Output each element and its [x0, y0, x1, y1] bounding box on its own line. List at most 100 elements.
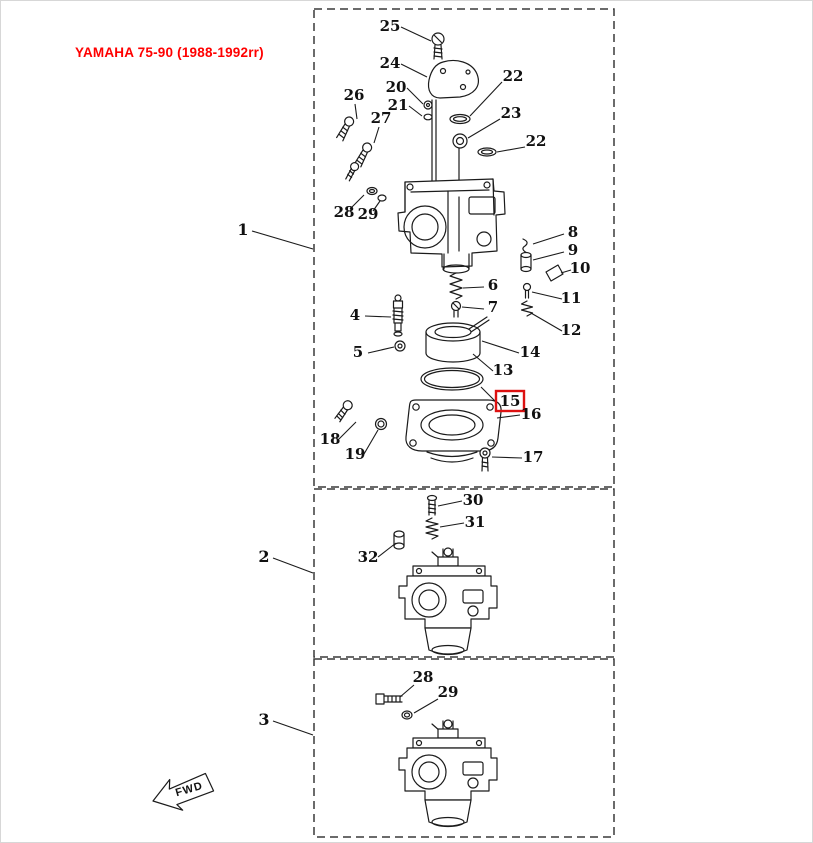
- part-label-28: 28: [399, 668, 433, 698]
- section-label-3: 3: [258, 710, 314, 736]
- part-label-27: 27: [371, 109, 392, 144]
- part-number: 15: [500, 392, 521, 410]
- part-leader-line: [532, 233, 565, 245]
- part-leader-line: [367, 346, 395, 354]
- part-leader-line: [439, 522, 465, 528]
- part-leader-line: [532, 251, 565, 261]
- part-leader-line: [560, 269, 572, 274]
- screw-25-drawing: [431, 32, 445, 60]
- screw-27-drawing: [354, 142, 373, 168]
- part-number: 25: [380, 17, 401, 35]
- part-leader-line: [364, 315, 392, 318]
- section-label-1: 1: [237, 220, 314, 250]
- orings-22-23-drawing: [449, 113, 497, 157]
- part-leader-line: [467, 118, 501, 139]
- section-2-box: [313, 488, 615, 658]
- section-leader-line: [251, 230, 314, 250]
- part-leader-line: [462, 286, 485, 289]
- part-label-22: 22: [469, 67, 523, 117]
- part-leader-line: [472, 353, 494, 372]
- part-leader-line: [530, 312, 563, 332]
- part-number: 7: [488, 298, 498, 316]
- plug-32-drawing: [393, 530, 405, 550]
- part-leader-line: [437, 500, 463, 507]
- part-leader-line: [496, 146, 526, 153]
- part-leader-line: [491, 456, 523, 459]
- part-number: 4: [350, 306, 360, 324]
- part-leader-line: [372, 200, 381, 212]
- part-number: 23: [501, 104, 522, 122]
- part-label-13: 13: [472, 353, 514, 379]
- part-label-10: 10: [560, 259, 591, 277]
- part-leader-line: [400, 63, 428, 78]
- part-label-19: 19: [345, 429, 379, 463]
- carburetor-assembly-3: [375, 693, 498, 828]
- part-number: 27: [371, 109, 392, 127]
- part-label-29: 29: [358, 200, 381, 223]
- part-number: 9: [568, 241, 578, 259]
- part-leader-line: [363, 429, 379, 455]
- part-label-26: 26: [344, 86, 365, 120]
- section-label-2: 2: [258, 547, 314, 574]
- highlighted-part-box[interactable]: [494, 389, 526, 413]
- part-leader-line: [354, 103, 358, 120]
- float-ring-14-drawing: [425, 322, 481, 363]
- part-label-15[interactable]: 15: [480, 386, 526, 413]
- part-number: 31: [465, 513, 486, 531]
- part-label-29: 29: [413, 683, 459, 714]
- part-label-22: 22: [496, 132, 547, 153]
- bolt-28-drawing: [375, 693, 403, 705]
- part-label-23: 23: [467, 104, 522, 139]
- part-leader-line: [531, 291, 563, 300]
- carburetor-assembly-2: [393, 494, 498, 656]
- part-label-8: 8: [532, 223, 578, 245]
- part-label-28: 28: [334, 194, 365, 221]
- part-label-6: 6: [462, 276, 498, 294]
- part-number: 29: [358, 205, 379, 223]
- part-number: 22: [526, 132, 547, 150]
- part-number: 20: [386, 78, 407, 96]
- screw-7-drawing: [450, 300, 462, 318]
- spring-31-drawing: [425, 517, 439, 540]
- part-label-31: 31: [439, 513, 486, 531]
- part-label-14: 14: [481, 340, 540, 361]
- carb-body-drawing: [397, 178, 506, 274]
- needle-valve-4-drawing: [392, 294, 404, 337]
- part-leader-line: [481, 340, 520, 354]
- section-1-box: [313, 8, 615, 488]
- part-number: 28: [334, 203, 355, 221]
- part-leader-line: [373, 126, 380, 144]
- part-label-25: 25: [380, 17, 432, 42]
- screw-30-drawing: [426, 494, 438, 516]
- carburetor-side-view-3: [398, 719, 498, 828]
- part-number: 8: [568, 223, 578, 241]
- part-number: 21: [388, 96, 409, 114]
- part-number: 11: [561, 289, 582, 307]
- washers-28-29-drawing: [345, 162, 387, 202]
- part-number: 10: [570, 259, 591, 277]
- spring-6-drawing: [449, 272, 463, 300]
- part-leader-line: [480, 386, 496, 402]
- part-leader-line: [408, 105, 423, 117]
- part-number: 26: [344, 86, 365, 104]
- part-leader-line: [377, 542, 397, 558]
- part-leader-line: [469, 81, 503, 117]
- fwd-arrow: FWD: [152, 772, 215, 811]
- part-leader-line: [406, 87, 424, 105]
- part-label-11: 11: [531, 289, 582, 307]
- part-number: 13: [493, 361, 514, 379]
- part-label-4: 4: [350, 306, 392, 324]
- part-leader-line: [399, 684, 415, 698]
- section-number: 3: [258, 710, 269, 729]
- part-number: 29: [438, 683, 459, 701]
- part-leader-line: [413, 698, 439, 714]
- section-number: 1: [237, 220, 248, 239]
- part-label-16: 16: [496, 405, 541, 423]
- part-leader-line: [461, 306, 485, 310]
- part-label-9: 9: [532, 241, 578, 261]
- part-number: 12: [561, 321, 582, 339]
- part-label-12: 12: [530, 312, 582, 339]
